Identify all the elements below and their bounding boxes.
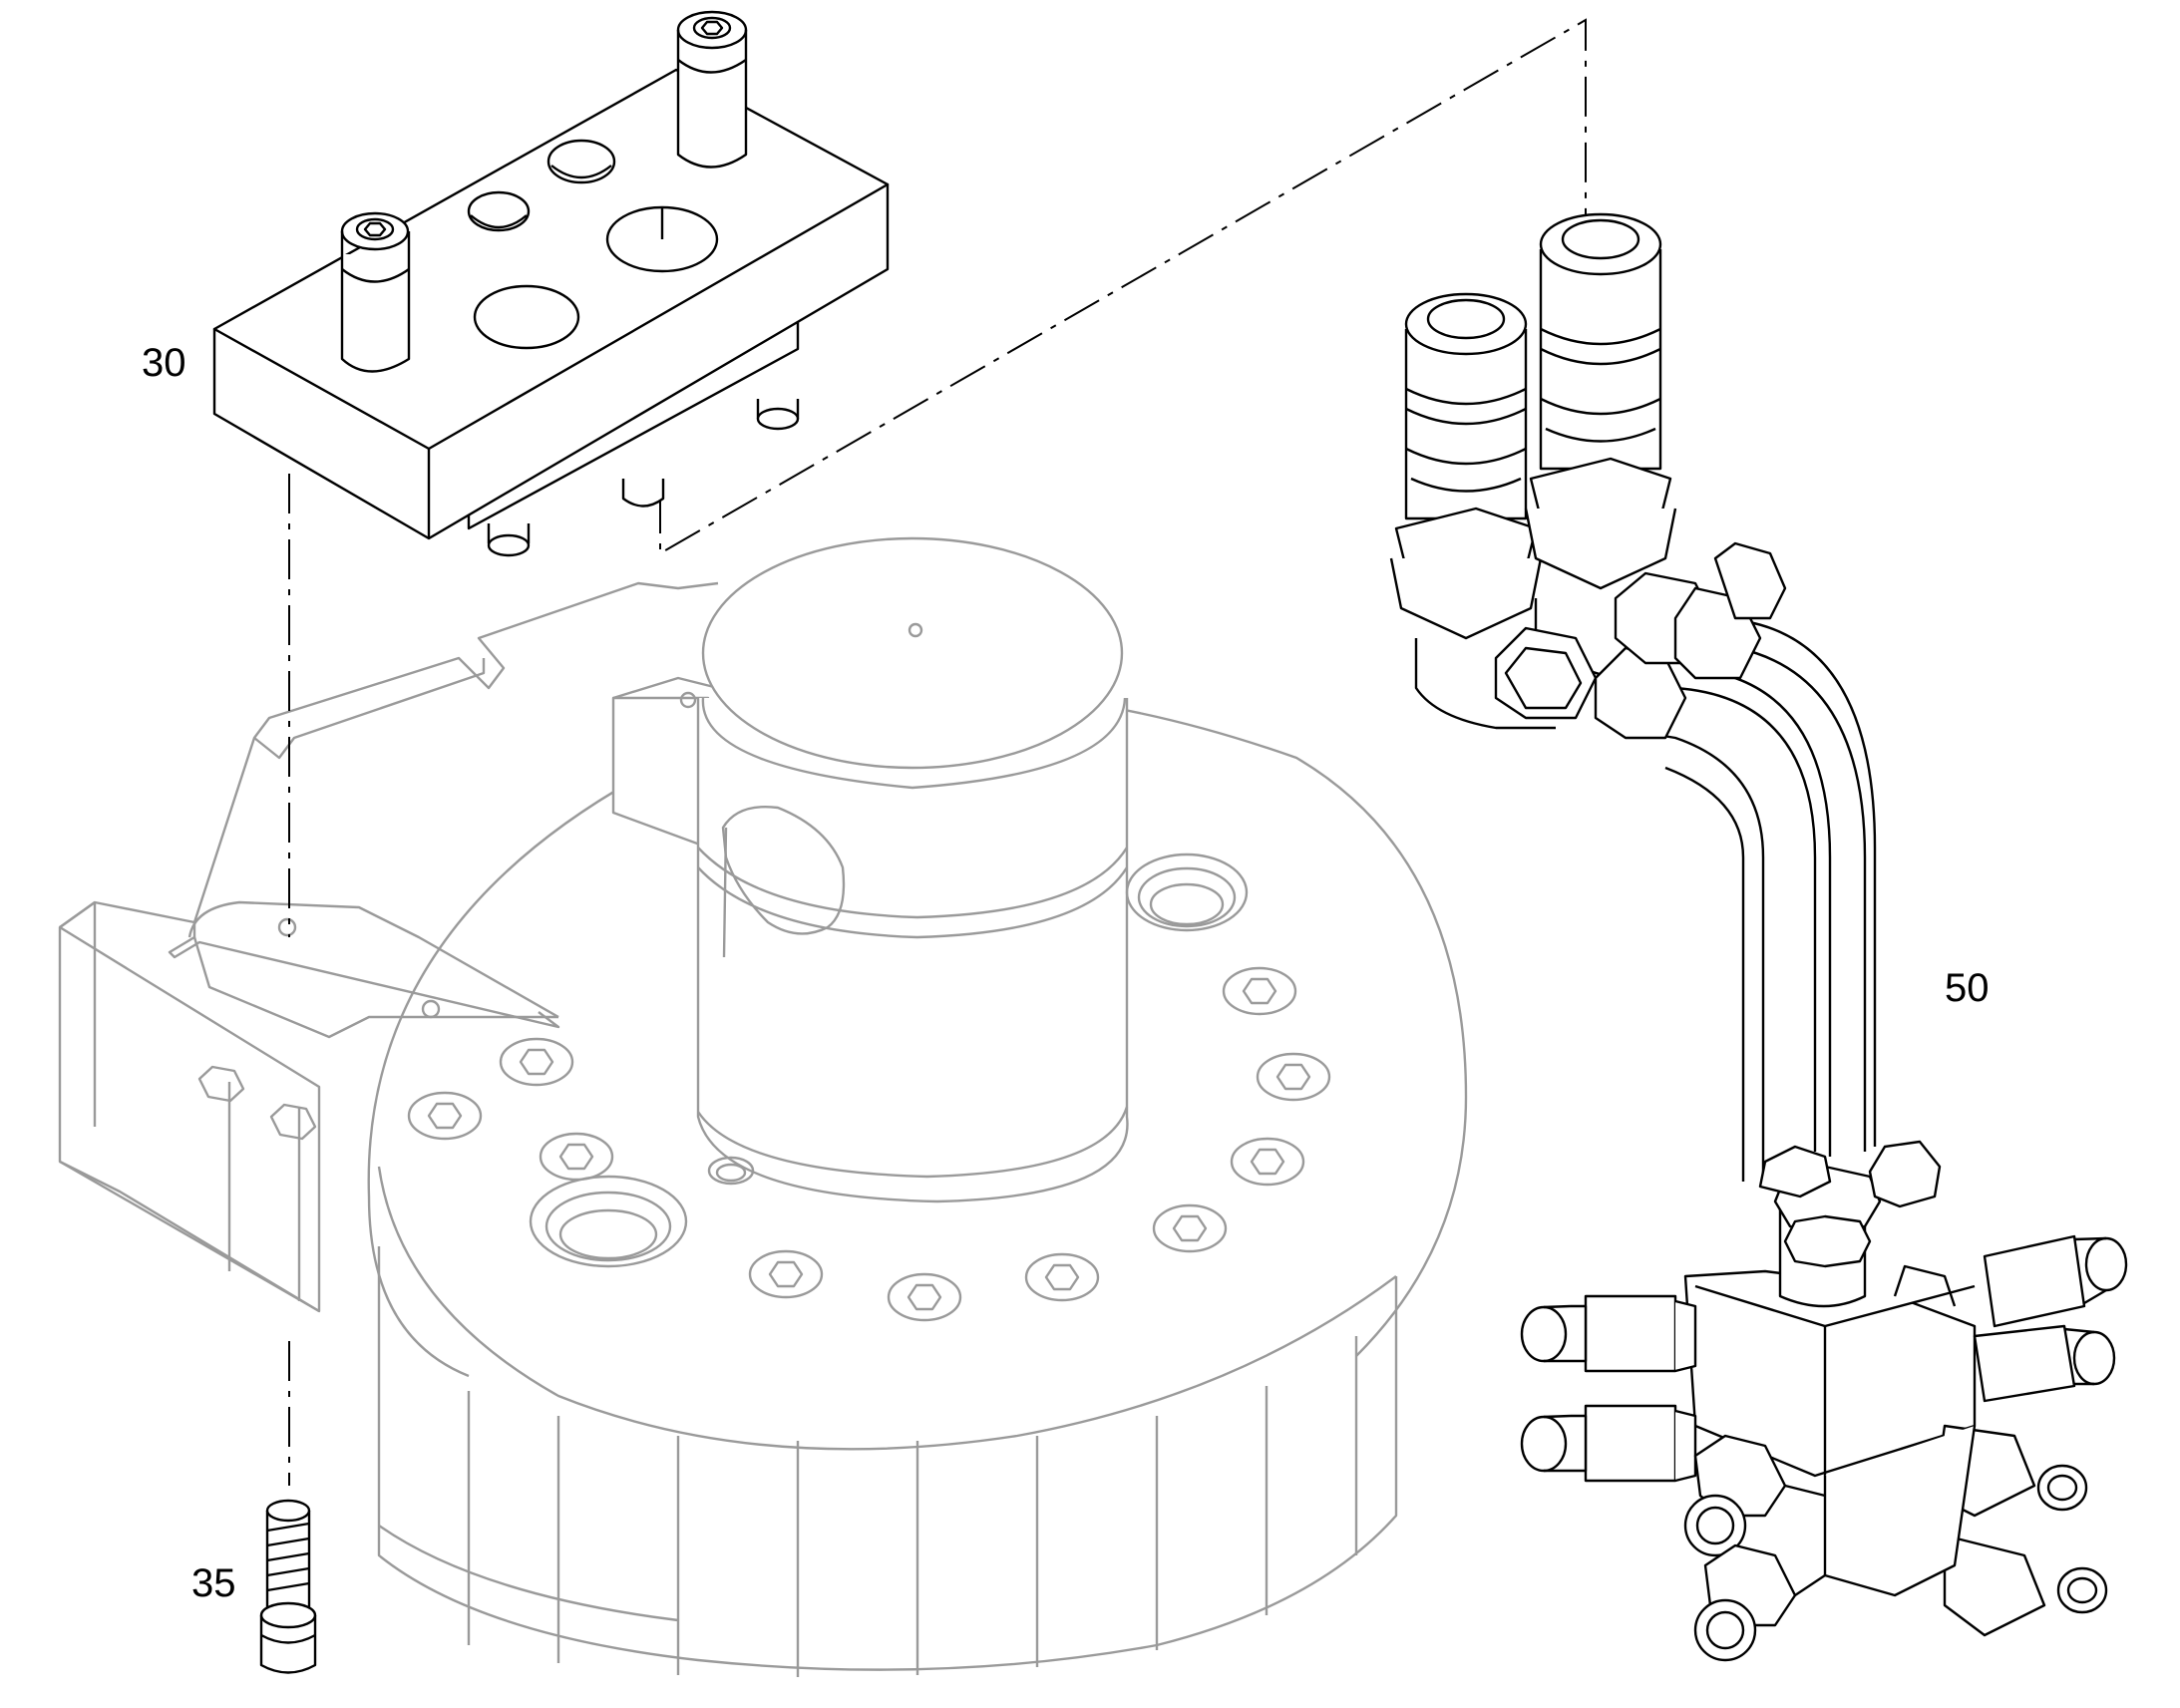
callout-part-50: 50: [1945, 966, 1990, 1010]
center-lines: [288, 18, 1587, 1486]
cap-screw: [259, 1499, 317, 1674]
mounting-block: [212, 10, 890, 557]
pipe-manifold: [1389, 212, 2128, 1662]
callout-part-35: 35: [191, 1561, 236, 1605]
base-housing: [58, 536, 1468, 1677]
callout-part-30: 30: [142, 341, 186, 385]
